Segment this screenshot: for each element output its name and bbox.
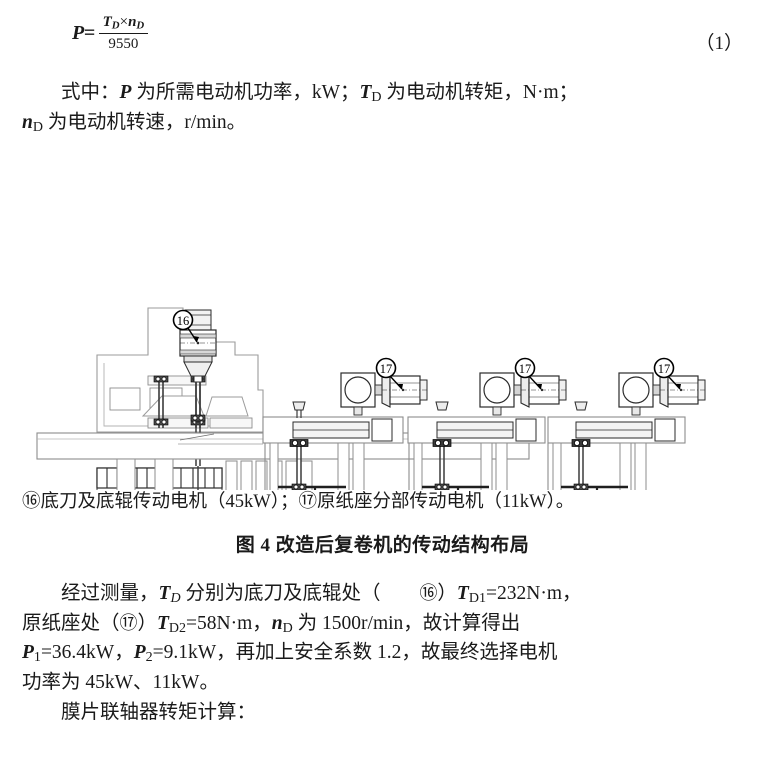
equation-block: P= TD×nD 9550 （1） [0,8,765,70]
meas-symbol-t: T [158,583,171,604]
def-lead: 式中： [61,82,120,103]
numerator-t: T [102,14,112,30]
power-value-2: =9.1kW，再加上安全系数 1.2，故最终选择电机 [152,642,558,663]
paragraph-definitions-line1: 式中：P 为所需电动机功率，kW；TD 为电动机转矩，N·m； [22,78,744,112]
paragraph-measurement-line1: 经过测量，TD 分别为底刀及底辊处（⑯）TD1=232N·m， [22,578,744,613]
equation-fraction: TD×nD 9550 [98,14,149,53]
figure-title: 图 4 改造后复卷机的传动结构布局 [235,535,530,556]
symbol-p2: P [133,642,146,663]
symbol-p2-sub: 2 [145,648,153,665]
paragraph-measurement-line2: 原纸座处（⑰）TD2=58N·m，nD 为 1500r/min，故计算得出 [22,608,744,643]
meas2-mid: ） [137,613,157,634]
motor-17-assembly-1 [340,372,428,416]
rewinder-drive-layout-drawing: 16 [36,307,706,490]
meas-symbol-t1-sub: D1 [468,589,486,606]
equation-1: P= TD×nD 9550 [72,14,149,53]
meas-value-2: =58N·m， [186,613,272,634]
def-mid2: 为电动机转矩，N·m； [381,82,579,103]
paper-stand-station-3 [547,372,706,490]
paragraph-coupling-heading: 膜片联轴器转矩计算： [61,702,257,723]
figure-4-drive-structure-layout: 16 [0,150,765,490]
def-mid1: 为所需电动机功率，kW； [131,82,360,103]
meas-symbol-n-sub: D [282,619,293,636]
symbol-t-sub: D [371,88,382,105]
paper-stand-station-1 [264,372,428,490]
svg-text:17: 17 [519,362,532,376]
symbol-n-sub: D [32,118,43,135]
numerator-times: × [119,14,129,30]
equation-number: （1） [695,33,743,54]
def-rest: 为电动机转速，r/min。 [43,112,247,133]
symbol-t: T [359,82,372,103]
equation-numerator: TD×nD [99,14,149,33]
meas2-lead: 原纸座处（ [22,613,120,634]
numerator-n-sub: D [136,19,145,32]
callout-17-leader-2: 17 [514,357,542,390]
meas-mid2: ） [437,583,457,604]
paper-stand-station-2 [408,372,567,490]
callout-17-leader-3: 17 [653,357,681,390]
equation-denominator: 9550 [108,36,139,53]
symbol-n: n [22,112,33,133]
motor-17-assembly-2 [479,372,567,416]
meas-lead: 经过测量， [61,583,159,604]
numerator-n: n [128,14,137,30]
meas-value-1: =232N·m， [486,583,582,604]
power-value-1: =36.4kW， [40,642,134,663]
callout-16-leader: 16 [172,309,199,343]
symbol-p1-sub: 1 [33,648,41,665]
symbol-p1: P [22,642,34,663]
meas-symbol-t2-sub: D2 [168,619,187,636]
meas-symbol-t2: T [156,613,169,634]
fraction-bar [98,32,149,35]
svg-text:17: 17 [380,362,393,376]
equation-lhs: P= [72,22,95,45]
svg-text:17: 17 [658,362,671,376]
meas-symbol-t1: T [456,583,469,604]
paragraph-measurement-line3: P1=36.4kW，P2=9.1kW，再加上安全系数 1.2，故最终选择电机 [22,638,744,672]
circled-16: ⑯ [419,583,438,603]
symbol-p: P [119,82,132,103]
circled-17: ⑰ [119,613,138,633]
meas-mid: 分别为底刀及底辊处（ [180,583,381,604]
motor-17-assembly-3 [618,372,706,416]
figure-caption: ⑯底刀及底辊传动电机（45kW）；⑰原纸座分部传动电机（11kW）。 [22,492,575,512]
meas-symbol-t-sub: D [170,590,181,607]
paragraph-definitions-line2: nD 为电动机转速，r/min。 [22,108,744,142]
numerator-t-sub: D [111,19,120,32]
meas2-mid2: 为 1500r/min，故计算得出 [292,613,521,634]
meas-symbol-n: n [271,613,283,634]
svg-text:16: 16 [177,314,190,328]
paragraph-measurement-line4: 功率为 45kW、11kW。 [22,672,219,693]
callout-17-leader-1: 17 [375,357,403,390]
